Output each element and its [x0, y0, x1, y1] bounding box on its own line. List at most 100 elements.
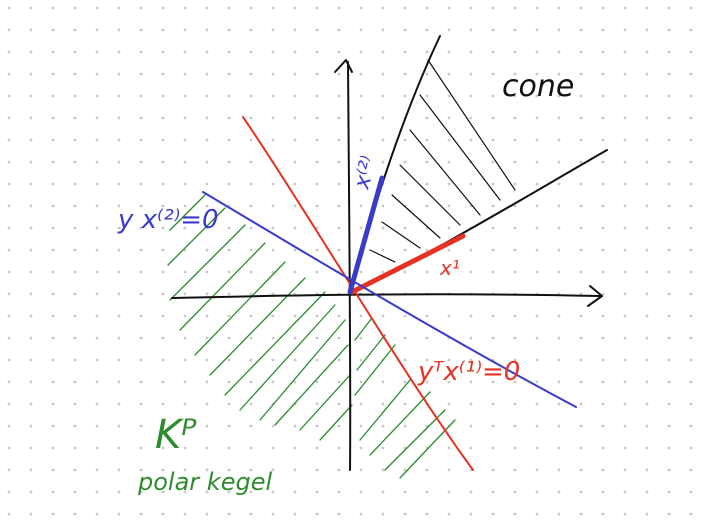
grid-dot — [645, 468, 649, 472]
grid-dot — [183, 402, 187, 406]
grid-dot — [337, 94, 341, 98]
grid-dot — [579, 28, 583, 32]
grid-dot — [73, 358, 77, 362]
grid-dot — [381, 160, 385, 164]
grid-dot — [667, 292, 671, 296]
grid-dot — [645, 138, 649, 142]
grid-dot — [513, 424, 517, 428]
grid-dot — [227, 116, 231, 120]
grid-dot — [139, 358, 143, 362]
grid-dot — [337, 204, 341, 208]
grid-dot — [513, 72, 517, 76]
grid-dot — [161, 512, 165, 516]
grid-dot — [557, 512, 561, 516]
grid-dot — [271, 248, 275, 252]
grid-dot — [293, 248, 297, 252]
grid-dot — [271, 292, 275, 296]
grid-dot — [557, 270, 561, 274]
grid-dot — [51, 270, 55, 274]
grid-dot — [29, 6, 33, 10]
grid-dot — [139, 50, 143, 54]
grid-dot — [447, 380, 451, 384]
grid-dot — [601, 490, 605, 494]
grid-dot — [337, 336, 341, 340]
grid-dot — [139, 512, 143, 516]
grid-dot — [535, 402, 539, 406]
vector-x1 — [349, 233, 466, 295]
grid-dot — [601, 28, 605, 32]
grid-dot — [183, 468, 187, 472]
grid-dot — [249, 358, 253, 362]
grid-dot — [315, 72, 319, 76]
grid-dot — [249, 204, 253, 208]
grid-dot — [7, 380, 11, 384]
grid-dot — [315, 270, 319, 274]
grid-dot — [469, 28, 473, 32]
grid-dot — [51, 248, 55, 252]
grid-dot — [117, 446, 121, 450]
grid-dot — [359, 138, 363, 142]
grid-dot — [183, 138, 187, 142]
grid-dot — [513, 468, 517, 472]
grid-dot — [535, 116, 539, 120]
grid-dot — [271, 204, 275, 208]
grid-dot — [491, 204, 495, 208]
grid-dot — [315, 512, 319, 516]
grid-dot — [29, 314, 33, 318]
grid-dot — [425, 314, 429, 318]
grid-dot — [667, 94, 671, 98]
grid-dot — [557, 490, 561, 494]
grid-dot — [557, 28, 561, 32]
grid-dot — [381, 512, 385, 516]
grid-dot — [249, 424, 253, 428]
grid-dot — [315, 204, 319, 208]
grid-dot — [579, 160, 583, 164]
grid-dot — [7, 138, 11, 142]
grid-dot — [227, 248, 231, 252]
grid-dot — [623, 226, 627, 230]
grid-dot — [469, 358, 473, 362]
grid-dot — [425, 204, 429, 208]
grid-dot — [623, 138, 627, 142]
grid-dot — [117, 182, 121, 186]
grid-dot — [689, 468, 693, 472]
grid-dot — [139, 116, 143, 120]
grid-dot — [161, 358, 165, 362]
grid-dot — [337, 72, 341, 76]
grid-dot — [623, 94, 627, 98]
grid-dot — [117, 380, 121, 384]
grid-dot — [293, 314, 297, 318]
grid-dot — [425, 380, 429, 384]
grid-dot — [535, 50, 539, 54]
grid-dot — [403, 248, 407, 252]
grid-dot — [645, 116, 649, 120]
grid-dot — [601, 160, 605, 164]
grid-dot — [95, 6, 99, 10]
grid-dot — [29, 28, 33, 32]
grid-dot — [579, 182, 583, 186]
grid-dot — [315, 446, 319, 450]
grid-dot — [491, 226, 495, 230]
grid-dot — [183, 116, 187, 120]
grid-dot — [29, 358, 33, 362]
grid-dot — [249, 490, 253, 494]
grid-dot — [249, 270, 253, 274]
grid-dot — [249, 446, 253, 450]
grid-dot — [645, 270, 649, 274]
grid-dot — [7, 50, 11, 54]
grid-dot — [271, 424, 275, 428]
grid-dot — [579, 314, 583, 318]
grid-dot — [623, 468, 627, 472]
grid-dot — [623, 336, 627, 340]
grid-dot — [447, 512, 451, 516]
grid-dot — [95, 248, 99, 252]
grid-dot — [51, 468, 55, 472]
grid-dot — [73, 424, 77, 428]
grid-dot — [601, 50, 605, 54]
grid-dot — [623, 314, 627, 318]
grid-dot — [689, 28, 693, 32]
grid-dot — [117, 490, 121, 494]
grid-dot — [51, 314, 55, 318]
grid-dot — [227, 490, 231, 494]
grid-dot — [513, 446, 517, 450]
